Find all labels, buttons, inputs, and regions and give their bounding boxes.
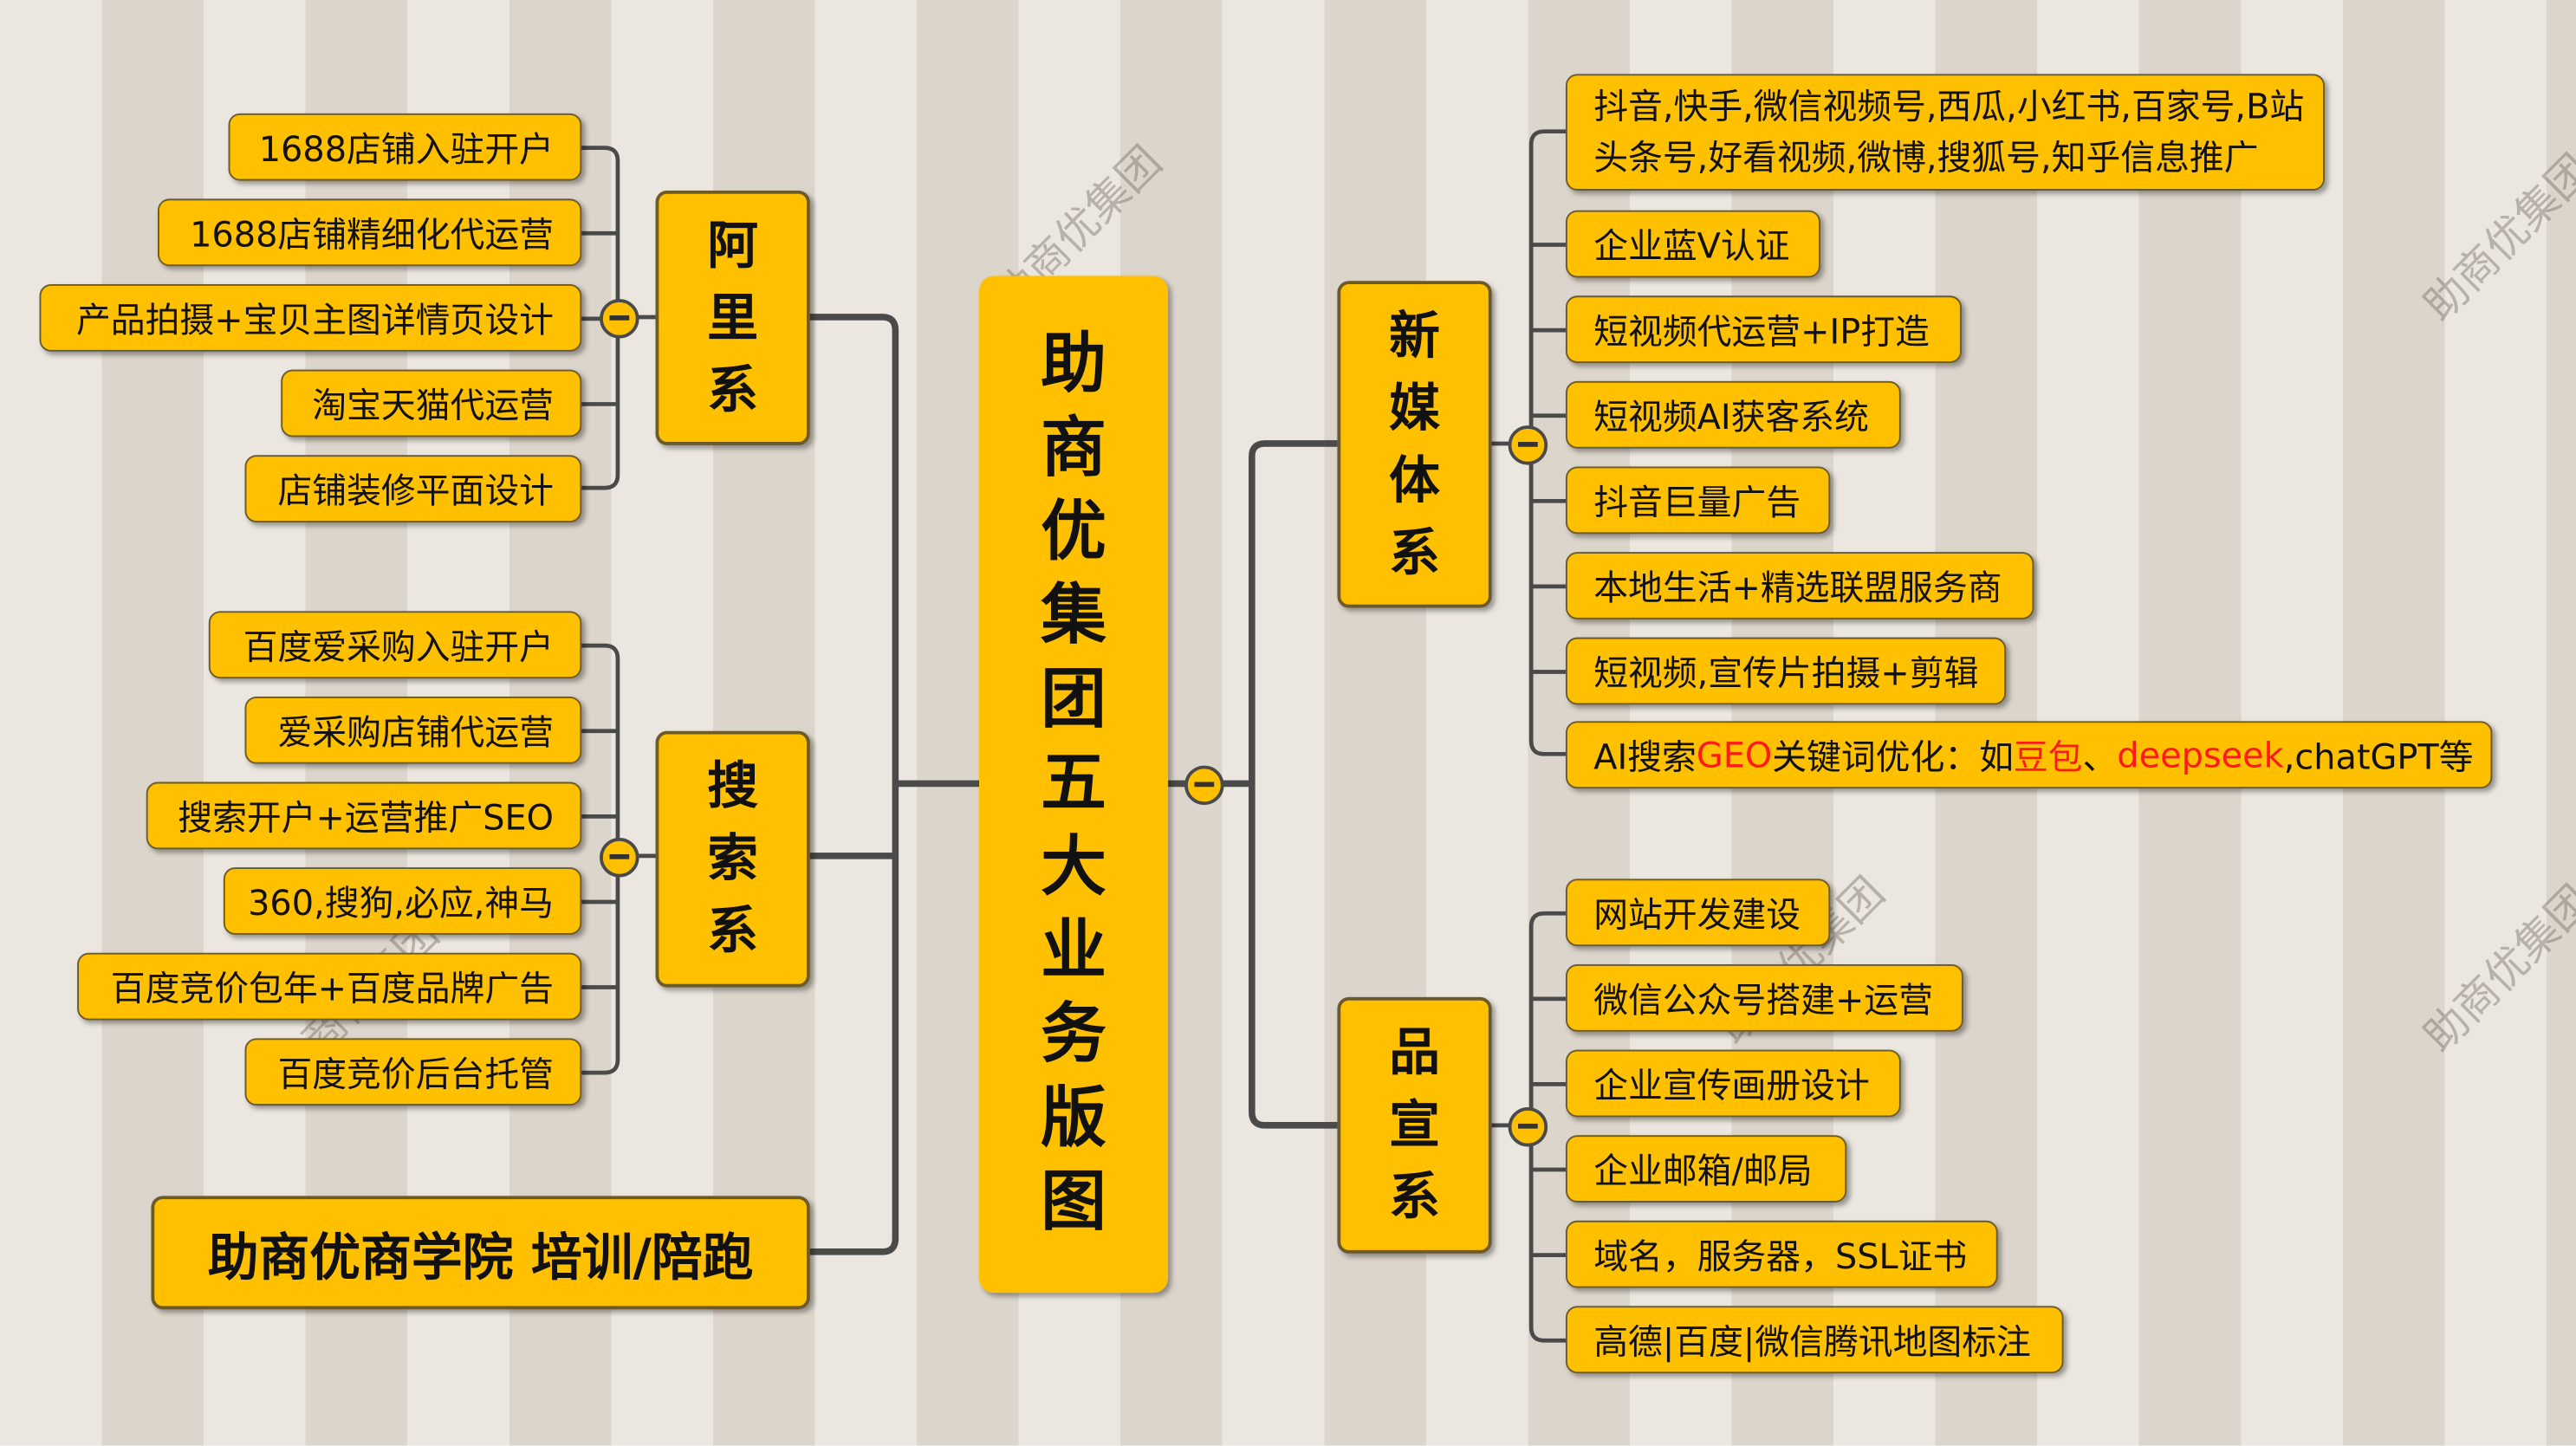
branch-new-media[interactable]: 新媒体系 — [1337, 281, 1492, 608]
branch-search-label: 搜索系 — [707, 757, 759, 962]
leaf-item[interactable]: 1688店铺精细化代运营 — [158, 198, 582, 267]
collapse-toggle-icon[interactable] — [600, 838, 639, 878]
highlight-text: deepseek — [2117, 735, 2284, 775]
leaf-item[interactable]: 微信公众号搭建+运营 — [1565, 964, 1963, 1032]
collapse-toggle-icon[interactable] — [1184, 765, 1224, 806]
leaf-item[interactable]: 百度竞价包年+百度品牌广告 — [77, 952, 582, 1021]
leaf-item[interactable]: 抖音巨量广告 — [1565, 466, 1831, 535]
central-topic[interactable]: 助商优集团五大业务版图 — [979, 276, 1169, 1294]
leaf-item[interactable]: 企业蓝V认证 — [1565, 210, 1820, 278]
leaf-item[interactable]: 高德|百度|微信腾讯地图标注 — [1565, 1306, 2064, 1374]
leaf-item[interactable]: 短视频AI获客系统 — [1565, 380, 1901, 449]
leaf-item[interactable]: 产品拍摄+宝贝主图详情页设计 — [39, 284, 582, 352]
leaf-line: 抖音,快手,微信视频号,西瓜,小红书,百家号,B站 — [1593, 86, 2305, 126]
leaf-item[interactable]: 百度爱采购入驻开户 — [208, 611, 582, 679]
text: ,chatGPT等 — [2283, 736, 2474, 776]
leaf-item[interactable]: 1688店铺入驻开户 — [228, 113, 582, 181]
leaf-item[interactable]: 搜索开户+运营推广SEO — [146, 781, 582, 850]
leaf-item[interactable]: 域名，服务器，SSL证书 — [1565, 1220, 1998, 1288]
branch-academy[interactable]: 助商优商学院 培训/陪跑 — [151, 1196, 810, 1310]
leaf-item-platforms[interactable]: 抖音,快手,微信视频号,西瓜,小红书,百家号,B站 头条号,好看视频,微博,搜狐… — [1565, 74, 2325, 191]
text: 、 — [2082, 736, 2118, 776]
leaf-item[interactable]: 360,搜狗,必应,神马 — [223, 867, 582, 935]
branch-brand-label: 品宣系 — [1389, 1023, 1440, 1228]
text: AI搜索 — [1593, 736, 1697, 776]
leaf-item[interactable]: 企业邮箱/邮局 — [1565, 1135, 1847, 1203]
leaf-line: 头条号,好看视频,微博,搜狐号,知乎信息推广 — [1593, 137, 2259, 177]
leaf-item[interactable]: 网站开发建设 — [1565, 879, 1831, 947]
collapse-toggle-icon[interactable] — [1508, 425, 1548, 465]
text: 关键词优化：如 — [1772, 736, 2014, 776]
collapse-toggle-icon[interactable] — [600, 299, 639, 339]
leaf-item[interactable]: 店铺装修平面设计 — [244, 455, 582, 522]
leaf-item[interactable]: 百度竞价后台托管 — [244, 1038, 582, 1106]
central-topic-label: 助商优集团五大业务版图 — [1041, 327, 1107, 1241]
leaf-item[interactable]: 爱采购店铺代运营 — [244, 696, 582, 764]
highlight-text: 豆包 — [2013, 736, 2083, 776]
branch-brand[interactable]: 品宣系 — [1337, 996, 1492, 1254]
leaf-item[interactable]: 短视频,宣传片拍摄+剪辑 — [1565, 637, 2007, 705]
leaf-item[interactable]: 企业宣传画册设计 — [1565, 1049, 1901, 1118]
highlight-text: GEO — [1696, 735, 1773, 775]
leaf-item[interactable]: 本地生活+精选联盟服务商 — [1565, 552, 2034, 619]
leaf-item[interactable]: 淘宝天猫代运营 — [281, 369, 582, 438]
leaf-item[interactable]: 短视频代运营+IP打造 — [1565, 295, 1962, 364]
branch-new-media-label: 新媒体系 — [1389, 306, 1440, 583]
branch-search[interactable]: 搜索系 — [655, 730, 810, 988]
branch-ali-label: 阿里系 — [707, 216, 759, 420]
branch-ali[interactable]: 阿里系 — [655, 190, 810, 445]
collapse-toggle-icon[interactable] — [1508, 1106, 1548, 1147]
